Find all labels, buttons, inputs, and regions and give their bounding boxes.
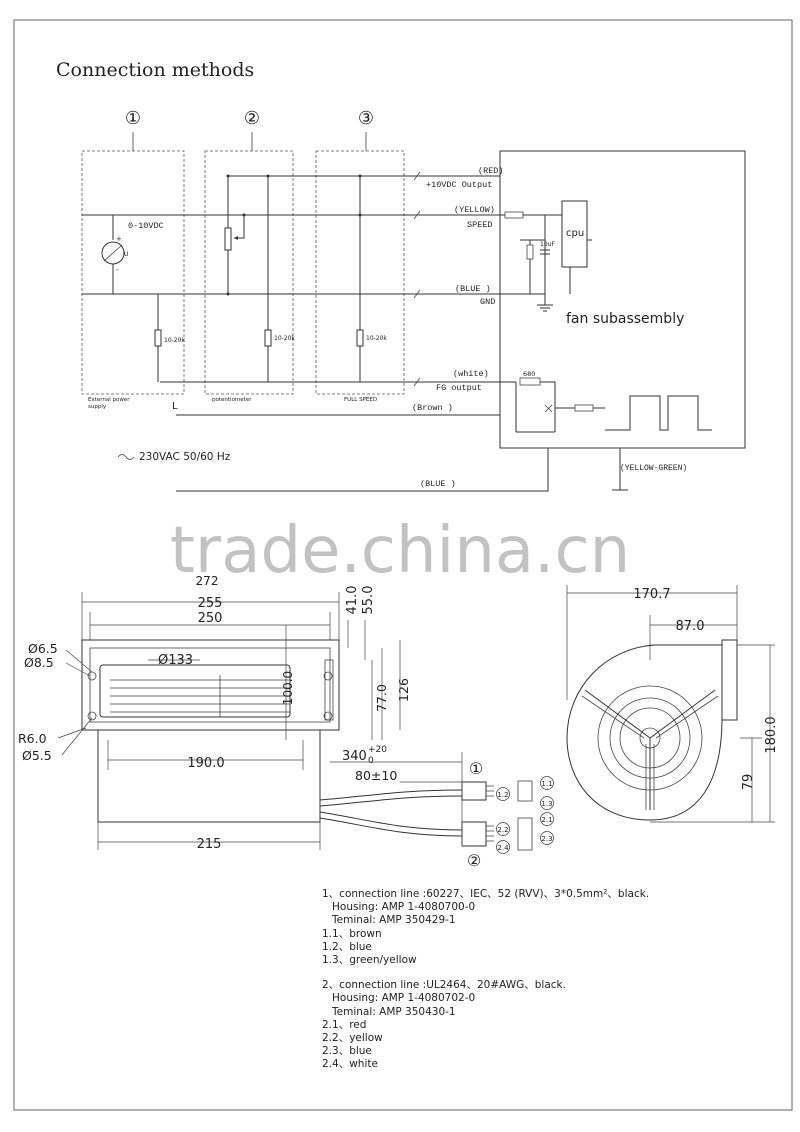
pin-1-2: 1.2	[497, 791, 508, 799]
source-u-label: U	[124, 251, 128, 258]
capacitor-label: 10uF	[540, 241, 555, 248]
note-line-3: Teminal: AMP 350429-1	[322, 914, 456, 927]
dim-phi-5-5: Ø5.5	[22, 748, 52, 763]
wiring-schematic: ① ② ③ (RED) +10VDC Output (YELLOW) SPEED…	[81, 108, 746, 492]
cpu-label: cpu	[566, 228, 584, 239]
dim-phi-8-5: Ø8.5	[24, 655, 54, 670]
note-line-5: 1.2、blue	[322, 940, 372, 953]
pin-2-1: 2.1	[541, 816, 552, 824]
note-line-2: Housing: AMP 1-4080700-0	[322, 901, 476, 914]
resistor-1-label: 10-20k	[164, 337, 185, 344]
dim-phi-6-5: Ø6.5	[28, 641, 58, 656]
ac-supply-label: 230VAC 50/60 Hz	[139, 451, 231, 463]
wire-yellow-green-label: (YELLOW-GREEN)	[620, 464, 687, 473]
full-speed-label: FULL SPEED	[344, 397, 377, 403]
dim-79: 79	[741, 774, 756, 791]
dim-255: 255	[198, 596, 223, 611]
method-3-box	[315, 150, 405, 395]
front-view-drawing: 272 255 250 41.0 55.0 Ø6.5 Ø8.5 Ø133 100…	[18, 574, 554, 870]
dim-170-7: 170.7	[633, 587, 670, 602]
dim-41: 41.0	[345, 586, 360, 615]
method-2-label: ②	[244, 108, 260, 129]
dim-215: 215	[197, 837, 222, 852]
dim-272: 272	[196, 574, 219, 588]
connector-2-label: ②	[467, 851, 481, 870]
resistor-680-label: 680	[523, 370, 535, 378]
pin-1-1: 1.1	[541, 780, 552, 788]
dim-250: 250	[198, 611, 223, 626]
method-1-label: ①	[125, 108, 141, 129]
page-frame	[13, 19, 793, 1111]
fan-subassembly-label: fan subassembly	[566, 311, 684, 327]
resistor-2-label: 10-20k	[274, 335, 295, 342]
wire-speed-label: SPEED	[467, 220, 493, 230]
dim-87: 87.0	[676, 619, 705, 634]
potentiometer-label: potentiometer	[212, 397, 252, 403]
wire-fg-output-label: FG output	[436, 383, 482, 393]
source-minus-label: -	[116, 266, 119, 274]
fan-subassembly-box	[499, 150, 746, 449]
note-line-1: 1、connection line :60227、IEC、52 (RVV)、3*…	[322, 888, 650, 900]
dim-340: 340	[342, 749, 367, 764]
wire-gnd-label: GND	[480, 297, 495, 307]
page-title: Connection methods	[56, 59, 254, 81]
note-line-6: 1.3、green/yellow	[322, 954, 417, 967]
wire-blue-neutral-label: (BLUE )	[420, 479, 456, 489]
method-3-label: ③	[358, 108, 374, 129]
pin-1-3: 1.3	[541, 800, 552, 808]
resistor-3-label: 10-20k	[366, 335, 387, 342]
connection-notes: 1、connection line :60227、IEC、52 (RVV)、3*…	[322, 888, 762, 1072]
method-2-box	[204, 150, 294, 395]
wire-brown-label: (Brown )	[412, 403, 453, 413]
pin-2-4: 2.4	[497, 844, 509, 852]
dim-55: 55.0	[361, 586, 376, 615]
note-line-12: 2.3、blue	[322, 1045, 372, 1058]
note-line-8: Housing: AMP 1-4080702-0	[322, 992, 476, 1005]
connector-1-label: ①	[469, 759, 483, 778]
dim-340-tol-upper: +20	[368, 745, 387, 755]
dim-80: 80±10	[355, 768, 397, 783]
dim-77: 77.0	[374, 684, 389, 712]
note-line-4: 1.1、brown	[322, 927, 382, 940]
wire-yellow-label: (YELLOW)	[454, 205, 495, 215]
watermark: trade.china.cn	[170, 514, 630, 588]
external-power-supply-label: External power	[88, 397, 130, 403]
note-line-13: 2.4、white	[322, 1058, 378, 1071]
dim-100: 100.0	[281, 671, 295, 705]
note-line-9: Teminal: AMP 350430-1	[322, 1005, 456, 1018]
pin-2-3: 2.3	[541, 835, 552, 843]
wire-blue-label: (BLUE )	[455, 284, 491, 294]
dim-180: 180.0	[764, 716, 779, 753]
pin-2-2: 2.2	[497, 826, 508, 834]
side-view-drawing: 170.7 87.0 180.0 79	[566, 585, 779, 823]
dim-126: 126	[396, 678, 411, 702]
dim-phi-133: Ø133	[158, 653, 193, 668]
note-line-10: 2.1、red	[322, 1018, 367, 1031]
cpu-box	[561, 200, 588, 268]
source-plus-label: +	[116, 235, 122, 243]
dim-190: 190.0	[187, 756, 224, 771]
line-l-label: L	[172, 401, 178, 412]
method-1-box	[81, 150, 185, 395]
dim-340-tol-lower: 0	[368, 756, 374, 766]
wire-white-label: (white)	[453, 369, 489, 379]
dim-r-6: R6.0	[18, 731, 47, 746]
voltage-0-10-label: 0-10VDC	[128, 221, 164, 231]
wire-red-label: (RED)	[478, 166, 504, 176]
note-line-11: 2.2、yellow	[322, 1032, 383, 1045]
wire-10v-output-label: +10VDC Output	[426, 180, 492, 190]
external-power-supply-label-2: supply	[88, 404, 107, 410]
note-line-7: 2、connection line :UL2464、20#AWG、black.	[322, 979, 566, 992]
